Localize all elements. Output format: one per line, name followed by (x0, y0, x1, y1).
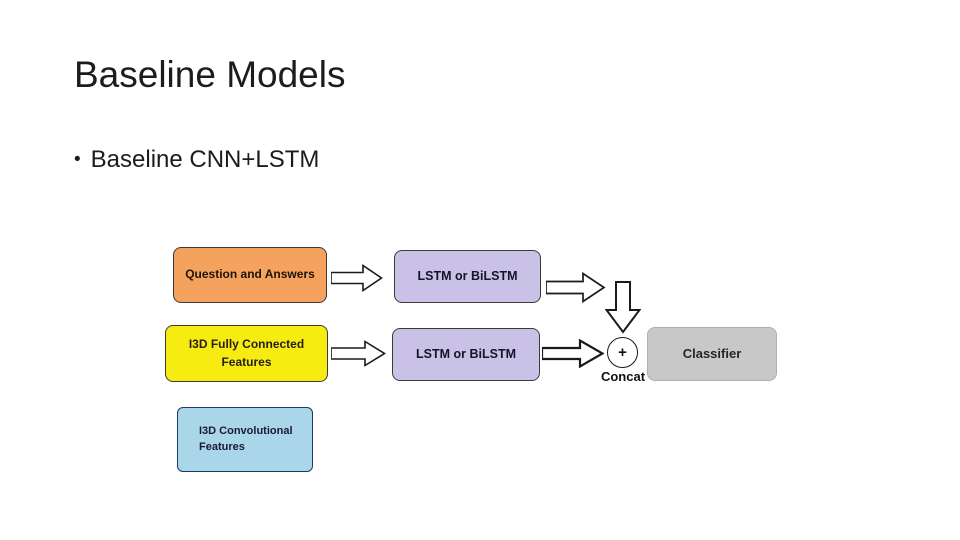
bullet-text: Baseline CNN+LSTM (90, 146, 320, 173)
plus-icon: + (618, 344, 627, 361)
box-label-line1: I3D Convolutional (199, 424, 293, 437)
lstm-bottom-box: LSTM or BiLSTM (392, 328, 540, 381)
box-label: LSTM or BiLSTM (416, 347, 516, 362)
box-label-line2: Features (199, 440, 245, 453)
concat-label: Concat (600, 369, 646, 384)
arrow-fc-to-lstm-icon (331, 340, 386, 367)
box-label-line2: Features (221, 354, 272, 369)
box-label: Classifier (682, 345, 742, 361)
slide-title: Baseline Models (74, 54, 346, 95)
lstm-top-box: LSTM or BiLSTM (394, 250, 541, 303)
classifier-box: Classifier (647, 327, 777, 381)
i3d-fully-connected-box: I3D Fully Connected Features (165, 325, 328, 382)
bullet-item: • Baseline CNN+LSTM (74, 146, 319, 174)
concat-node: + (607, 337, 638, 368)
question-and-answers-box: Question and Answers (173, 247, 327, 303)
bullet-glyph: • (74, 149, 81, 170)
arrow-down-to-concat-icon (605, 281, 641, 334)
box-label: LSTM or BiLSTM (417, 269, 518, 284)
arrow-lstm-bottom-to-concat-icon (542, 339, 604, 368)
arrow-qa-to-lstm-icon (331, 264, 383, 292)
arrow-lstm-top-to-down-icon (546, 272, 606, 303)
box-label: Question and Answers (185, 267, 315, 282)
box-label-line1: I3D Fully Connected (188, 337, 305, 352)
i3d-convolutional-box: I3D Convolutional Features (177, 407, 313, 472)
